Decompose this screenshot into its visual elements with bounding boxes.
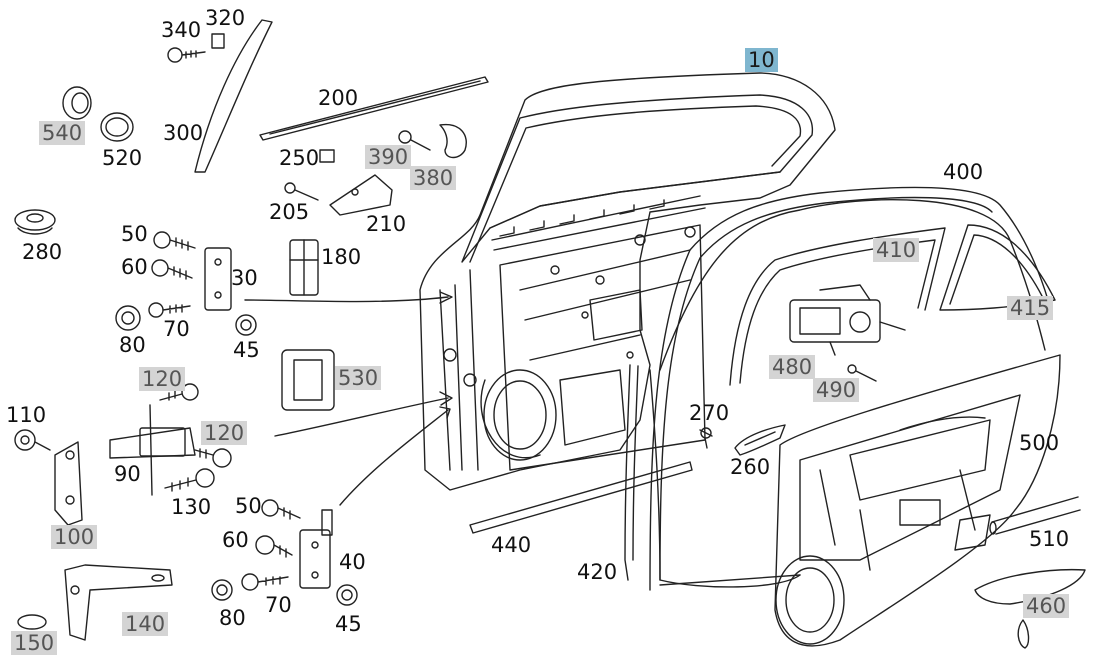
bolt-120-right[interactable] — [194, 448, 232, 468]
callout-60-upper[interactable]: 60 — [121, 255, 148, 279]
sill-trim[interactable] — [469, 461, 693, 534]
bolt-50-lower[interactable] — [261, 499, 301, 520]
callout-300[interactable]: 300 — [163, 121, 204, 145]
callout-120-top[interactable]: 120 — [139, 367, 186, 391]
callout-30[interactable]: 30 — [231, 266, 258, 290]
callout-250[interactable]: 250 — [279, 146, 320, 170]
callout-390[interactable]: 390 — [365, 145, 412, 169]
nut-80-upper[interactable] — [115, 305, 141, 331]
upper-hinge[interactable] — [204, 247, 453, 311]
callout-480[interactable]: 480 — [769, 355, 816, 379]
callout-40[interactable]: 40 — [339, 550, 366, 574]
pillar-trim-300[interactable] — [194, 19, 273, 173]
callout-530[interactable]: 530 — [335, 366, 382, 390]
lower-hinge[interactable] — [299, 406, 451, 589]
plug-520[interactable] — [100, 112, 134, 142]
bolt-50-upper[interactable] — [153, 231, 196, 251]
bolt-70-lower[interactable] — [241, 573, 289, 591]
callout-500[interactable]: 500 — [1019, 431, 1060, 455]
block-530[interactable] — [281, 349, 335, 411]
door-shell[interactable] — [419, 72, 836, 491]
callout-400[interactable]: 400 — [943, 160, 984, 184]
clip-270[interactable] — [699, 427, 713, 449]
pin-390[interactable] — [398, 130, 431, 151]
callout-80-upper[interactable]: 80 — [119, 333, 146, 357]
callout-520[interactable]: 520 — [102, 146, 143, 170]
callout-205[interactable]: 205 — [269, 200, 310, 224]
clip-250[interactable] — [319, 149, 335, 163]
callout-60-lower[interactable]: 60 — [222, 528, 249, 552]
callout-110[interactable]: 110 — [6, 403, 47, 427]
bolt-70-upper[interactable] — [148, 302, 191, 318]
callout-180[interactable]: 180 — [321, 245, 362, 269]
callout-510[interactable]: 510 — [1029, 527, 1070, 551]
callout-460[interactable]: 460 — [1023, 594, 1070, 618]
callout-120-right[interactable]: 120 — [201, 421, 248, 445]
callout-50-upper[interactable]: 50 — [121, 222, 148, 246]
callout-280[interactable]: 280 — [22, 240, 63, 264]
block-180[interactable] — [289, 239, 319, 296]
callout-270[interactable]: 270 — [689, 401, 730, 425]
callout-340[interactable]: 340 — [161, 18, 202, 42]
bolt-60-lower[interactable] — [255, 535, 293, 558]
callout-320[interactable]: 320 — [205, 6, 246, 30]
rod-510[interactable] — [989, 496, 1081, 535]
screw-340[interactable] — [167, 47, 206, 63]
callout-415[interactable]: 415 — [1007, 296, 1054, 320]
window-seal-415[interactable] — [939, 224, 1056, 311]
bolt-130[interactable] — [164, 468, 215, 492]
callout-45-lower[interactable]: 45 — [335, 612, 362, 636]
callout-440[interactable]: 440 — [491, 533, 532, 557]
callout-150[interactable]: 150 — [11, 631, 58, 655]
clip-320[interactable] — [211, 33, 225, 49]
callout-410[interactable]: 410 — [873, 238, 920, 262]
callout-260[interactable]: 260 — [730, 455, 771, 479]
plug-280[interactable] — [14, 209, 56, 235]
plug-150[interactable] — [17, 614, 47, 630]
callout-380[interactable]: 380 — [410, 166, 457, 190]
pin-205[interactable] — [284, 182, 319, 201]
callout-10[interactable]: 10 — [745, 48, 778, 72]
callout-70-upper[interactable]: 70 — [163, 317, 190, 341]
callout-50-lower[interactable]: 50 — [235, 494, 262, 518]
check-strap[interactable] — [109, 391, 453, 496]
screw-490[interactable] — [847, 364, 877, 382]
nut-45-lower[interactable] — [336, 584, 358, 606]
callout-130[interactable]: 130 — [171, 495, 212, 519]
door-handle[interactable] — [734, 424, 786, 456]
callout-45-upper[interactable]: 45 — [233, 338, 260, 362]
bracket-380[interactable] — [439, 123, 467, 159]
callout-200[interactable]: 200 — [318, 86, 359, 110]
callout-100[interactable]: 100 — [51, 525, 98, 549]
window-motor[interactable] — [789, 284, 906, 356]
callout-140[interactable]: 140 — [122, 612, 169, 636]
callout-490[interactable]: 490 — [813, 378, 860, 402]
nut-45-upper[interactable] — [235, 314, 257, 336]
callout-70-lower[interactable]: 70 — [265, 593, 292, 617]
bolt-120-top[interactable] — [159, 383, 199, 401]
callout-540[interactable]: 540 — [39, 121, 86, 145]
cover-460[interactable] — [974, 568, 1086, 649]
callout-420[interactable]: 420 — [577, 560, 618, 584]
nut-110[interactable] — [14, 429, 51, 451]
weatherstrip-200[interactable] — [259, 76, 489, 141]
callout-210[interactable]: 210 — [366, 212, 407, 236]
callout-80-lower[interactable]: 80 — [219, 606, 246, 630]
bracket-140[interactable] — [64, 564, 173, 641]
nut-80-lower[interactable] — [211, 579, 233, 601]
bracket-210[interactable] — [329, 174, 393, 216]
bracket-100[interactable] — [54, 441, 83, 526]
callout-90[interactable]: 90 — [114, 462, 141, 486]
trim-panel[interactable] — [774, 354, 1061, 647]
bolt-60-upper[interactable] — [151, 259, 193, 280]
grommet-540[interactable] — [62, 86, 92, 120]
